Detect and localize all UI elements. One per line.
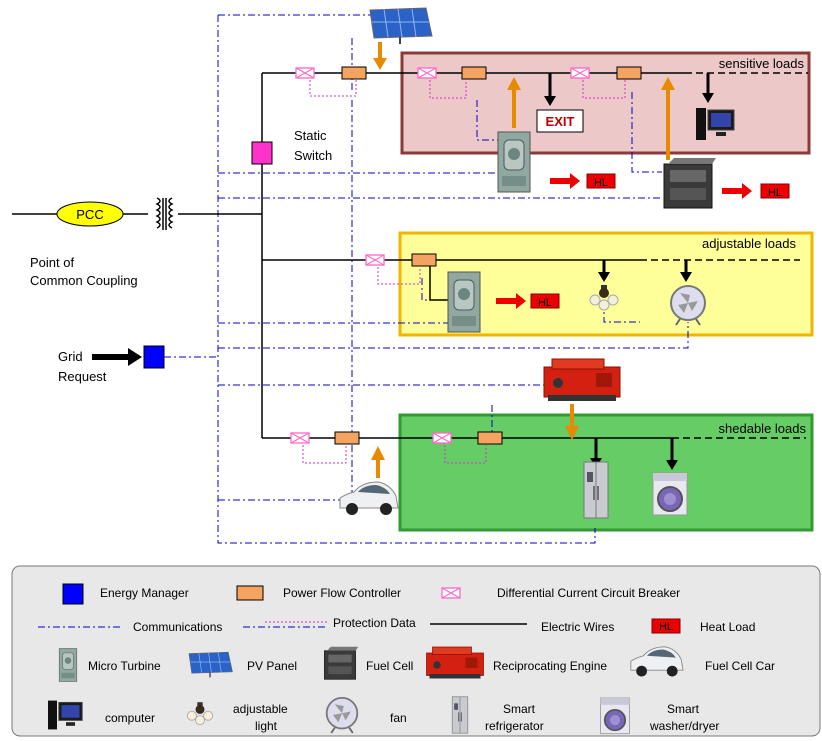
heat-load-fuel-cell-label: HL — [768, 187, 782, 199]
engine-power-arrow-head — [565, 426, 579, 440]
legend-fan: fan — [390, 711, 407, 725]
legend-communications: Communications — [133, 620, 222, 634]
power-flow-controller-engine — [477, 431, 503, 445]
legend-fridge-icon — [451, 696, 469, 734]
fan-load-arrow-head — [680, 272, 692, 282]
legend-energy-manager: Energy Manager — [100, 586, 189, 600]
legend-washer-icon — [599, 697, 631, 735]
breaker-sensitive-1 — [417, 67, 437, 79]
legend-breaker: Differential Current Circuit Breaker — [497, 586, 680, 600]
legend-breaker-swatch — [441, 587, 461, 599]
breaker-main-shedable — [290, 432, 310, 444]
shedable-loads-label: shedable loads — [719, 421, 807, 436]
exit-load-arrow-head — [544, 96, 556, 106]
static-switch-label-1: Static — [294, 128, 327, 143]
legend-smart-washer-1: Smart — [667, 702, 700, 716]
legend-fuel-cell-car: Fuel Cell Car — [705, 659, 775, 673]
pcc-node — [56, 201, 124, 227]
legend-adjustable-light-2: light — [255, 719, 278, 733]
power-flow-controller-fuel-cell — [616, 66, 642, 80]
reciprocating-engine-icon — [543, 358, 621, 402]
adjustable-loads-label: adjustable loads — [702, 236, 796, 251]
exit-sign — [536, 109, 584, 133]
breaker-adjustable — [365, 254, 385, 266]
power-flow-controller-turbine — [461, 66, 487, 80]
legend-smart-washer-2: washer/dryer — [649, 719, 719, 733]
breaker-shedable — [432, 432, 452, 444]
grid-request-label-2: Request — [58, 369, 107, 384]
pcc-caption-1: Point of — [30, 255, 74, 270]
protection-data-loops — [302, 80, 626, 464]
legend-smart-fridge-1: Smart — [503, 702, 536, 716]
power-flow-controller-car — [334, 431, 360, 445]
legend-pv-panel: PV Panel — [247, 659, 297, 673]
legend-energy-manager-swatch — [62, 583, 84, 605]
heat-arrow-adjustable — [496, 293, 526, 309]
energy-manager — [143, 345, 165, 369]
heat-arrow-turbine — [550, 173, 580, 189]
legend-power-flow-controller: Power Flow Controller — [283, 586, 401, 600]
pv-panel-icon — [369, 7, 433, 45]
legend-smart-fridge-2: refrigerator — [485, 719, 544, 733]
legend-fuel-cell: Fuel Cell — [366, 659, 413, 673]
legend-electric-wires: Electric Wires — [541, 620, 614, 634]
static-switch-label-2: Switch — [294, 148, 332, 163]
fuel-cell-power-arrow-head — [661, 77, 675, 90]
legend-pfc-swatch — [236, 585, 264, 601]
computer-load-arrow-head — [702, 93, 714, 103]
sensitive-loads-label: sensitive loads — [719, 56, 805, 71]
legend-reciprocating-engine: Reciprocating Engine — [493, 659, 607, 673]
grid-request-label-1: Grid — [58, 349, 83, 364]
micro-turbine-adjustable-icon — [447, 271, 481, 333]
legend-computer: computer — [105, 711, 155, 725]
turbine-power-arrow-head — [507, 77, 521, 90]
pcc-caption-2: Common Coupling — [30, 273, 138, 288]
pv-power-arrow-head — [373, 58, 387, 70]
legend-protection-data: Protection Data — [333, 616, 416, 630]
car-power-arrow-head — [371, 446, 385, 460]
exit-label: EXIT — [546, 114, 575, 129]
heat-load-adjustable-label: HL — [538, 297, 552, 309]
legend-micro-turbine-icon — [58, 648, 78, 682]
fuel-cell-car-icon — [339, 481, 399, 516]
power-flow-controller-pv — [341, 66, 367, 80]
transformer-icon — [155, 197, 174, 230]
legend-micro-turbine: Micro Turbine — [88, 659, 161, 673]
fuel-cell-icon — [663, 157, 717, 209]
electric-wires — [12, 72, 685, 439]
pcc-label: PCC — [76, 207, 103, 222]
smart-washer-icon — [652, 472, 688, 516]
legend-box — [11, 565, 821, 737]
breaker-sensitive-2 — [570, 67, 590, 79]
micro-turbine-icon — [497, 131, 531, 193]
legend-adjustable-light-1: adjustable — [233, 702, 288, 716]
smart-refrigerator-icon — [583, 461, 609, 519]
static-switch — [251, 141, 273, 165]
washer-load-arrow-head — [666, 460, 678, 470]
legend-heat-load: Heat Load — [700, 620, 755, 634]
legend-heat-load-badge: HL — [659, 621, 673, 633]
heat-load-turbine-label: HL — [594, 177, 608, 189]
light-load-arrow-head — [598, 272, 610, 282]
breaker-main-sensitive — [295, 67, 315, 79]
power-flow-controller-adjustable — [411, 253, 437, 267]
grid-request-arrow — [92, 348, 142, 366]
legend-fuel-cell-icon — [324, 646, 359, 680]
electric-wire-dashed-ends — [640, 72, 808, 439]
heat-arrow-fuel-cell — [722, 183, 752, 199]
